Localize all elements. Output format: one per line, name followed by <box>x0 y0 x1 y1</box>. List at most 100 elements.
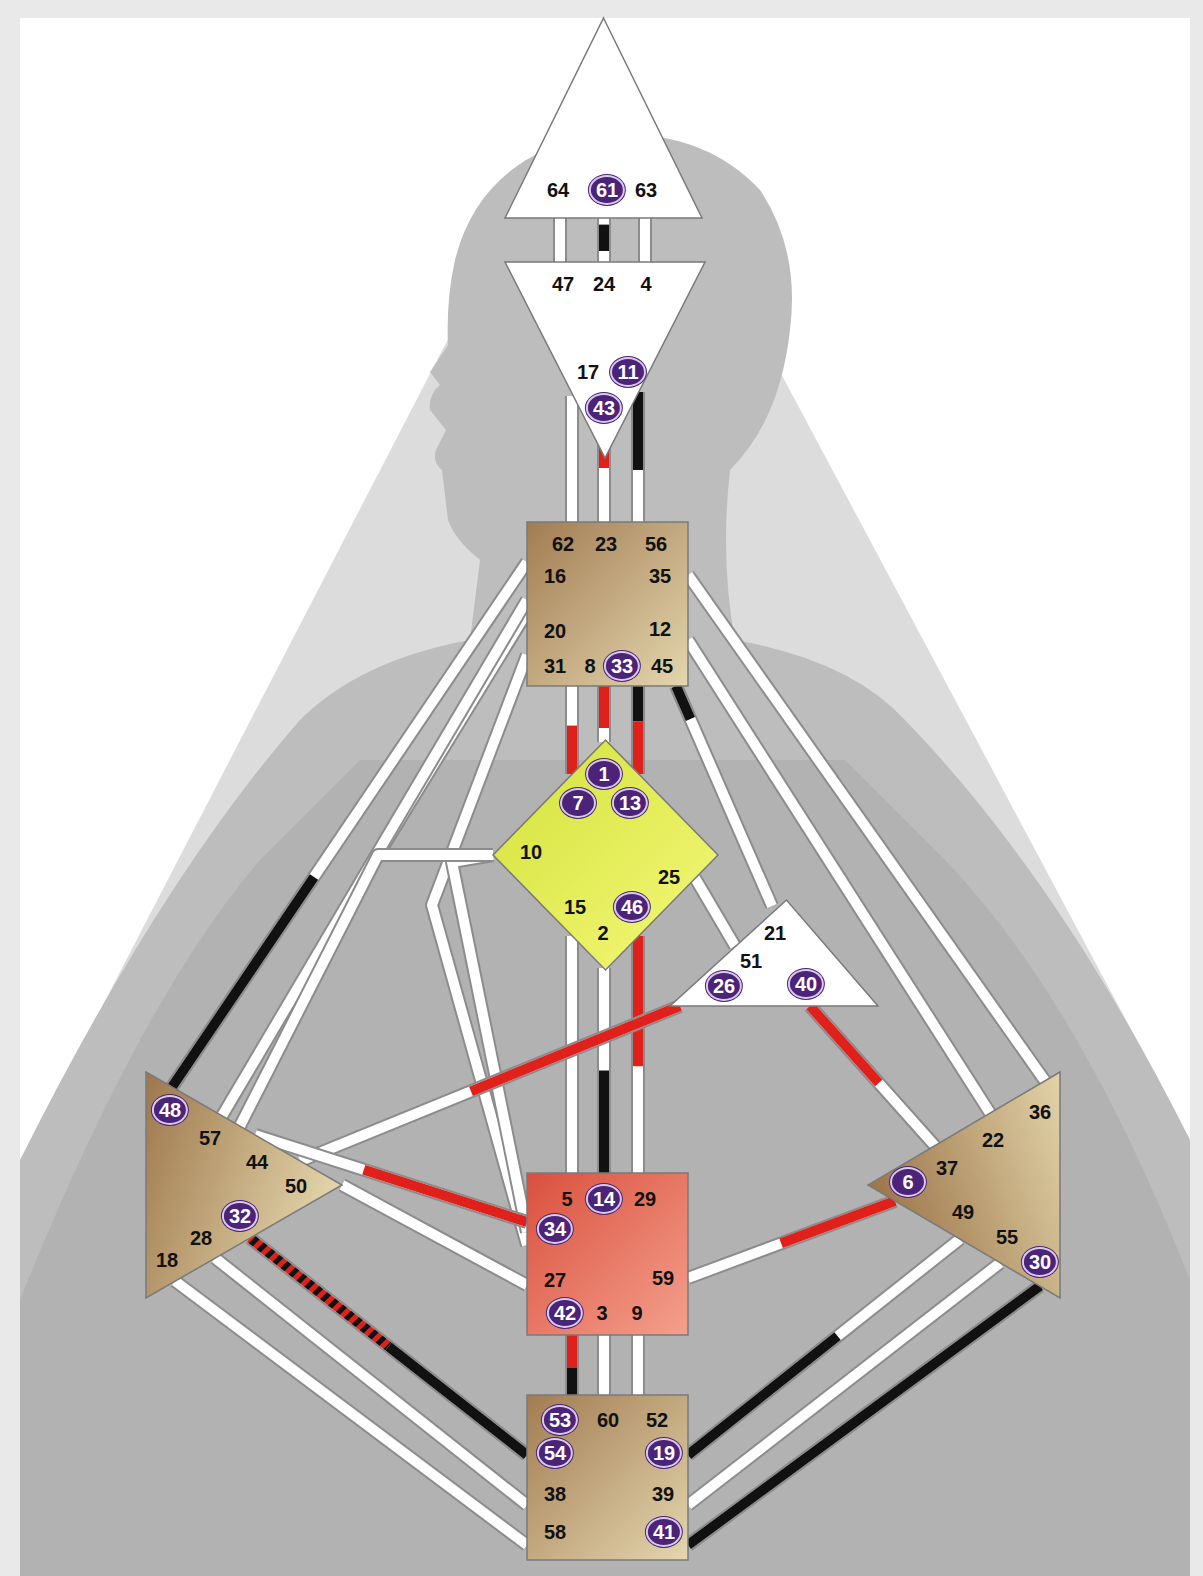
gate-number: 63 <box>635 179 657 201</box>
center-outline <box>868 1072 1060 1298</box>
channel-activation <box>688 1336 838 1455</box>
center: 1713102515462 <box>493 740 718 970</box>
channel <box>172 562 527 1087</box>
gate-number: 2 <box>597 922 608 944</box>
channel-fill <box>695 878 735 946</box>
gate-number: 47 <box>552 273 574 295</box>
channel <box>604 1335 605 1395</box>
channel-activation <box>250 1238 389 1347</box>
center-shape <box>670 900 878 1006</box>
channel-fill <box>688 1201 895 1278</box>
active-gate: 14 <box>586 1184 622 1214</box>
center: 48574450322818 <box>146 1072 342 1298</box>
channel <box>300 1006 680 1161</box>
channel <box>638 1335 639 1395</box>
gate-number: 35 <box>649 565 671 587</box>
channel-outline <box>631 1335 645 1395</box>
center-outline <box>505 262 705 458</box>
gate-number: 17 <box>577 361 599 383</box>
channel-fill <box>688 640 990 1113</box>
channel-outline <box>250 1238 527 1455</box>
channel-outline <box>215 1258 527 1505</box>
center: 646163 <box>505 18 702 218</box>
channel-fill <box>240 855 493 1126</box>
channel-outline <box>565 686 579 774</box>
gate-number: 38 <box>544 1483 566 1505</box>
channel-outline <box>553 218 567 262</box>
gate-number: 18 <box>156 1249 178 1271</box>
channel-fill <box>567 1335 577 1395</box>
active-gate: 61 <box>589 175 625 205</box>
gate-number: 25 <box>658 866 680 888</box>
channel <box>688 1201 895 1278</box>
gate-number: 10 <box>520 841 542 863</box>
channel-activation <box>389 1347 528 1456</box>
channel <box>604 218 605 262</box>
active-gate: 33 <box>604 651 640 681</box>
channel-fill <box>599 1335 609 1395</box>
channel <box>604 968 605 1173</box>
active-gate: 41 <box>646 1517 682 1547</box>
channel-activation <box>599 225 609 251</box>
active-gate: 11 <box>610 357 646 387</box>
channel-outline <box>240 855 493 1126</box>
channel <box>250 1238 527 1455</box>
center-outline <box>670 900 878 1006</box>
channel-activation <box>676 686 690 719</box>
channel <box>688 1286 1040 1545</box>
channel-fill <box>215 1258 527 1505</box>
channel <box>215 1258 527 1505</box>
channel-outline <box>597 968 611 1173</box>
channel-activation <box>567 726 577 774</box>
active-gate: 1 <box>586 759 622 789</box>
gate-number: 57 <box>199 1127 221 1149</box>
channel-activation <box>567 1368 577 1395</box>
channel-activation <box>633 392 643 470</box>
center-outline <box>146 1072 342 1298</box>
channel-fill <box>633 936 643 1173</box>
gate-number: 39 <box>652 1483 674 1505</box>
center-outline <box>527 1173 688 1335</box>
gate-number: 52 <box>646 1409 668 1431</box>
gate-number: 15 <box>564 896 586 918</box>
gate-number: 51 <box>740 950 762 972</box>
channel-activation <box>633 936 643 1066</box>
channel-outline <box>452 855 527 1232</box>
channel-outline <box>688 1263 1000 1505</box>
channel-outline <box>688 1201 895 1278</box>
gate-number: 21 <box>764 922 786 944</box>
active-gate: 19 <box>646 1438 682 1468</box>
channel-fill <box>250 1238 527 1455</box>
channel-fill <box>599 686 609 742</box>
channel-fill <box>567 396 577 522</box>
channel <box>695 878 735 946</box>
gate-number: 3 <box>596 1302 607 1324</box>
gate-number: 31 <box>544 655 566 677</box>
channel-outline <box>300 1006 680 1161</box>
channel-fill <box>633 686 643 774</box>
channel-fill <box>599 218 609 262</box>
channel-fill <box>567 686 577 774</box>
channel <box>342 1185 527 1285</box>
gate-number: 20 <box>544 620 566 642</box>
channel-fill <box>810 1006 935 1146</box>
channel-fill <box>640 218 650 262</box>
channel-activation <box>599 1071 609 1174</box>
active-gate: 26 <box>706 971 742 1001</box>
channel-outline <box>631 686 645 774</box>
gate-number: 50 <box>285 1175 307 1197</box>
active-gate: 43 <box>586 393 622 423</box>
channel <box>645 218 646 262</box>
channel-activation <box>471 1006 680 1091</box>
center: 536052541938395841 <box>527 1395 688 1560</box>
gate-number: 8 <box>584 655 595 677</box>
gate-number: 36 <box>1029 1101 1051 1123</box>
channel-activation <box>364 1170 527 1222</box>
channel <box>240 855 493 1126</box>
active-gate: 48 <box>152 1095 188 1125</box>
gate-number: 45 <box>651 655 673 677</box>
channel <box>638 936 639 1173</box>
channel-fill <box>599 968 609 1173</box>
gate-number: 22 <box>982 1129 1004 1151</box>
